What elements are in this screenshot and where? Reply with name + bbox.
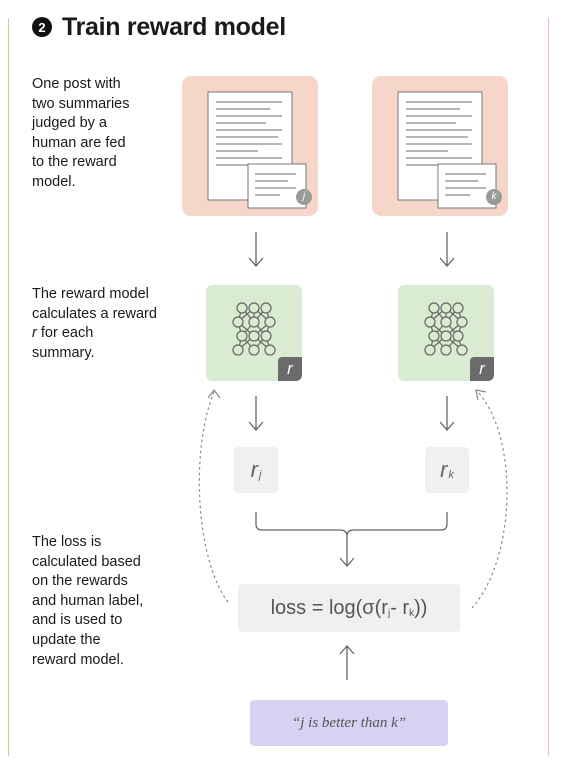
desc-line: and human label, xyxy=(32,592,144,609)
desc-line: and is used to xyxy=(32,612,123,629)
right-rule xyxy=(548,18,549,756)
loss-prefix: loss = log(σ(r xyxy=(270,596,388,619)
arrow-down-icon xyxy=(439,396,455,431)
neural-network-icon xyxy=(232,302,276,356)
dashed-feedback-arrow-icon xyxy=(471,389,508,609)
reward-sub: k xyxy=(448,469,454,481)
document-icon xyxy=(397,91,497,209)
human-label: “j is better than k” xyxy=(250,700,448,746)
summary-badge-j xyxy=(296,189,312,205)
left-rule xyxy=(8,18,9,756)
loss-suffix: )) xyxy=(414,596,428,619)
step-number-badge: 2 xyxy=(32,17,52,37)
document-icon xyxy=(207,91,307,209)
desc-line: judged by a xyxy=(32,115,107,132)
input-description: One post with two summaries judged by a … xyxy=(32,75,162,193)
loss-sub-k: k xyxy=(409,607,415,619)
arrow-up-icon xyxy=(339,645,355,680)
summary-label-k: k xyxy=(491,191,497,202)
reward-desc-suffix: for each summary. xyxy=(32,325,95,361)
reward-var: r xyxy=(250,457,258,482)
bracket-icon xyxy=(255,512,448,567)
loss-description: The loss is calculated based on the rewa… xyxy=(32,533,162,670)
desc-line: human are fed xyxy=(32,134,126,151)
reward-desc-prefix: The reward model calculates a reward xyxy=(32,286,157,322)
reward-desc-var: r xyxy=(32,325,37,342)
desc-line: to the reward xyxy=(32,154,117,171)
arrow-down-icon xyxy=(439,232,455,267)
reward-sub: j xyxy=(258,469,262,481)
arrow-down-icon xyxy=(248,232,264,267)
desc-line: calculated based xyxy=(32,553,141,570)
neural-network-icon xyxy=(424,302,468,356)
desc-line: The loss is xyxy=(32,534,102,550)
desc-line: update the xyxy=(32,631,101,648)
loss-middle: - r xyxy=(390,596,410,619)
step-header: 2 Train reward model xyxy=(32,12,286,42)
desc-line: model. xyxy=(32,173,76,190)
reward-description: The reward model calculates a reward r f… xyxy=(32,285,157,363)
dashed-feedback-arrow-icon xyxy=(198,389,229,603)
desc-line: on the rewards xyxy=(32,573,128,590)
desc-line: two summaries xyxy=(32,95,130,112)
summary-label-j: j xyxy=(302,191,306,202)
reward-model-badge: r xyxy=(278,357,302,381)
arrow-down-icon xyxy=(248,396,264,431)
page-title: Train reward model xyxy=(62,12,286,41)
loss-sub-j: j xyxy=(387,607,391,619)
desc-line: One post with xyxy=(32,76,121,92)
desc-line: reward model. xyxy=(32,651,124,668)
summary-badge-k xyxy=(486,189,502,205)
reward-var: r xyxy=(440,457,448,482)
reward-model-badge: r xyxy=(470,357,494,381)
